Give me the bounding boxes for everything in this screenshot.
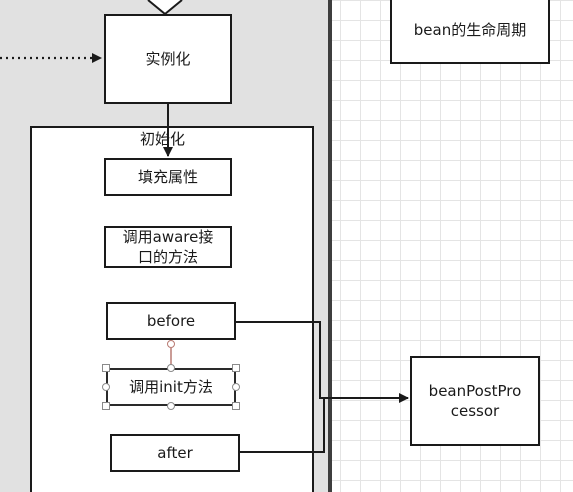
node-label: bean的生命周期 bbox=[413, 21, 527, 39]
incoming-arrow-head-top bbox=[147, 0, 183, 16]
group-label: 初始化 bbox=[140, 130, 186, 148]
node-call-aware[interactable]: 调用aware接 口的方法 bbox=[104, 226, 232, 268]
resize-handle-right[interactable] bbox=[232, 383, 240, 391]
node-before[interactable]: before bbox=[106, 302, 236, 340]
resize-handle-top[interactable] bbox=[167, 364, 175, 372]
node-label-line2: 口的方法 bbox=[137, 248, 198, 266]
rotate-handle[interactable] bbox=[167, 340, 175, 348]
node-label-line1: beanPostPro bbox=[428, 382, 522, 400]
resize-handle-top-right[interactable] bbox=[232, 364, 240, 372]
node-label: before bbox=[146, 312, 196, 330]
node-bean-post-processor[interactable]: beanPostPro cessor bbox=[410, 356, 540, 446]
resize-handle-bottom[interactable] bbox=[167, 402, 175, 410]
node-fill-properties[interactable]: 填充属性 bbox=[104, 158, 232, 196]
node-bean-lifecycle-title[interactable]: bean的生命周期 bbox=[390, 0, 550, 64]
connector-after-to-processor[interactable] bbox=[240, 398, 325, 453]
node-call-init[interactable]: 调用init方法 bbox=[106, 368, 236, 406]
node-label-line1: 调用aware接 bbox=[122, 228, 214, 246]
node-after[interactable]: after bbox=[110, 434, 240, 472]
connector-before-to-processor[interactable] bbox=[236, 321, 409, 403]
swimlane-divider bbox=[328, 0, 332, 492]
node-instantiate[interactable]: 实例化 bbox=[104, 14, 232, 104]
resize-handle-bottom-right[interactable] bbox=[232, 402, 240, 410]
node-label-line2: cessor bbox=[450, 402, 500, 420]
resize-handle-bottom-left[interactable] bbox=[102, 402, 110, 410]
node-label: 实例化 bbox=[145, 50, 191, 68]
resize-handle-left[interactable] bbox=[102, 383, 110, 391]
node-label: after bbox=[157, 444, 193, 462]
resize-handle-top-left[interactable] bbox=[102, 364, 110, 372]
node-label: 填充属性 bbox=[137, 168, 198, 186]
node-label: 调用init方法 bbox=[129, 378, 213, 396]
